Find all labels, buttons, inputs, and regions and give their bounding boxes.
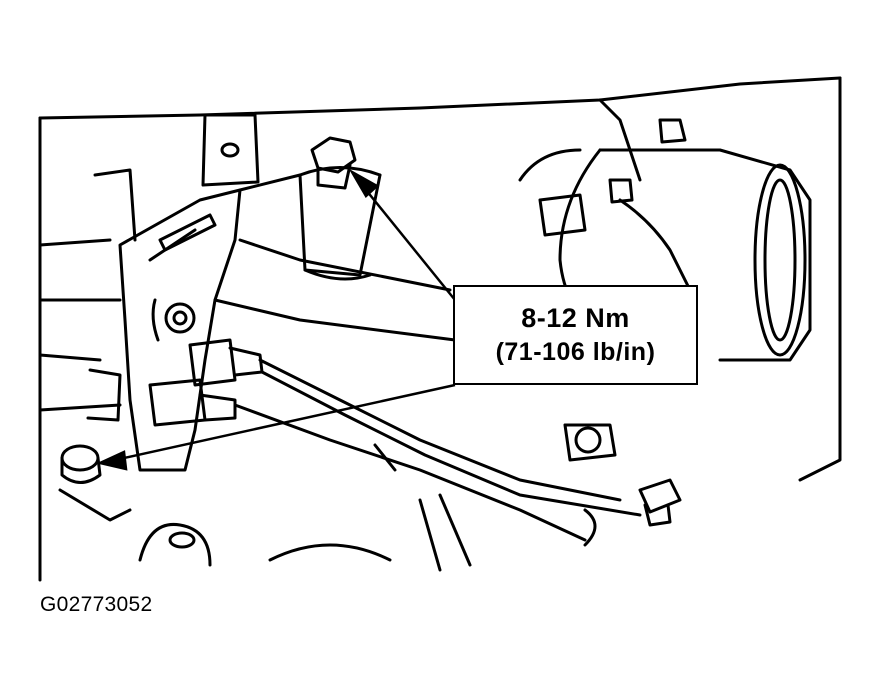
line-fitting-upper	[188, 338, 237, 387]
lower-bracket-bolt	[60, 444, 100, 472]
manifold-top-edge	[38, 76, 842, 120]
intake-runner	[238, 173, 382, 277]
arrowhead-top	[348, 168, 380, 198]
leader-arrow-bottom	[114, 383, 456, 462]
torque-nm-label: 8-12 Nm	[521, 303, 630, 333]
bracket-bolt	[164, 302, 196, 334]
tube-2	[260, 370, 642, 517]
lower-nut	[574, 426, 602, 454]
throttle-body	[598, 148, 812, 362]
torque-spec-callout: 8-12 Nm (71-106 lb/in)	[453, 285, 698, 385]
mounting-bracket	[118, 188, 242, 472]
arrowhead-bottom	[96, 450, 128, 471]
leader-arrow-top	[361, 184, 456, 301]
tube-1	[258, 358, 622, 502]
sensor-wire	[618, 198, 692, 292]
torque-lbin-label: (71-106 lb/in)	[495, 338, 656, 366]
tube-3	[233, 403, 587, 542]
figure-id: G02773052	[40, 593, 153, 616]
